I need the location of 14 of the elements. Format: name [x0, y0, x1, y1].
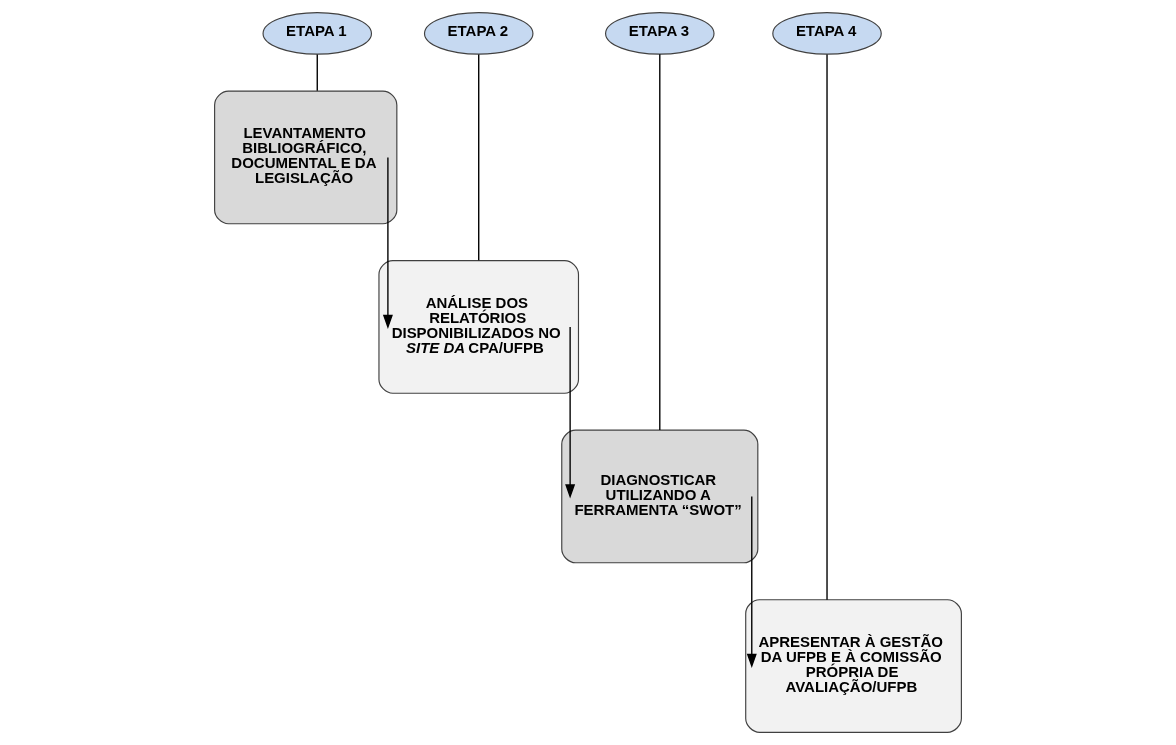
node-ellipse: ETAPA 2 — [423, 12, 534, 55]
node-ellipse: ETAPA 4 — [772, 12, 882, 55]
arrow — [382, 156, 393, 330]
connector — [826, 53, 828, 601]
node-box: ANÁLISE DOS RELATÓRIOS DISPONIBILIZADOS NO SITE DA CPA/UFPB — [378, 260, 580, 394]
node-box: LEVANTAMENTO BIBLIOGRÁFICO, DOCUMENTAL E DA LEGISLAÇÃO — [214, 90, 398, 225]
connector — [478, 53, 480, 262]
connector — [316, 53, 318, 92]
connector — [659, 53, 661, 431]
arrow — [746, 495, 757, 669]
node-ellipse: ETAPA 3 — [605, 12, 715, 55]
arrow — [565, 326, 576, 499]
node-box: DIAGNOSTICAR UTILIZANDO A FERRAMENTA “SWOT” — [561, 429, 759, 564]
node-ellipse: ETAPA 1 — [262, 12, 373, 55]
